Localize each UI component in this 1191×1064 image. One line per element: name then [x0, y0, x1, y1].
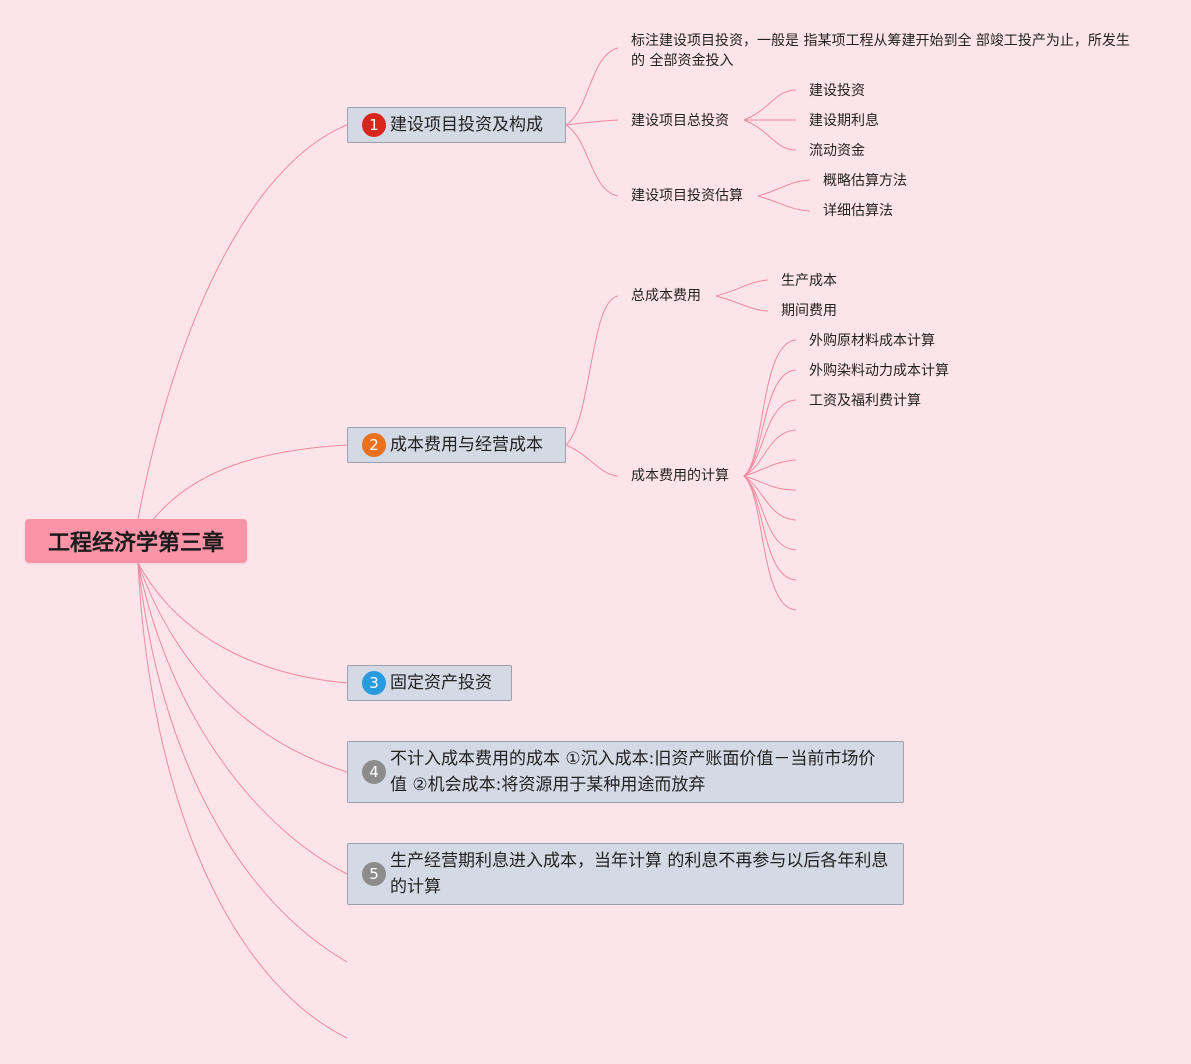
connector-central-topic5 — [137, 562, 348, 875]
topic-1-definition[interactable]: 标注建设项目投资，一般是 指某项工程从筹建开始到全 部竣工投产为止，所发生的 全… — [631, 33, 1130, 69]
connector-calc-4 — [743, 429, 797, 477]
number-1-icon: 1 — [362, 113, 386, 137]
topic-1-label: 建设项目投资及构成 — [390, 115, 543, 135]
estimation-child-1[interactable]: 概略估算方法 — [823, 173, 907, 189]
topic-5-label: 生产经营期利息进入成本，当年计算 的利息不再参与以后各年利息的计算 — [390, 851, 889, 897]
cost-calc-child-3[interactable]: 工资及福利费计算 — [809, 393, 921, 409]
topic-2[interactable]: 2 成本费用与经营成本 — [347, 427, 566, 463]
connector-topic2-total-cost — [565, 295, 619, 446]
topic-4-label: 不计入成本费用的成本 ①沉入成本:旧资产账面价值－当前市场价值 ②机会成本:将资… — [390, 749, 876, 795]
connector-calc-3 — [743, 399, 797, 477]
connector-totalcost-2 — [715, 295, 769, 312]
central-topic[interactable]: 工程经济学第三章 — [25, 519, 247, 563]
total-investment-child-1[interactable]: 建设投资 — [809, 83, 865, 99]
topic-4[interactable]: 4 不计入成本费用的成本 ①沉入成本:旧资产账面价值－当前市场价值 ②机会成本:… — [347, 741, 904, 803]
total-investment-child-2[interactable]: 建设期利息 — [809, 113, 879, 129]
total-investment-node[interactable]: 建设项目总投资 — [631, 113, 729, 129]
estimation-child-2[interactable]: 详细估算法 — [823, 203, 893, 219]
connector-topic1-definition — [565, 47, 619, 126]
connector-total-1 — [743, 89, 797, 121]
connector-central-topic3 — [137, 562, 348, 684]
topic-1[interactable]: 1 建设项目投资及构成 — [347, 107, 566, 143]
topic-2-label: 成本费用与经营成本 — [390, 435, 543, 455]
central-topic-label: 工程经济学第三章 — [47, 531, 224, 556]
connector-central-empty2 — [137, 562, 348, 1039]
connector-calc-1 — [743, 339, 797, 477]
cost-calc-child-2[interactable]: 外购染料动力成本计算 — [809, 363, 949, 379]
connector-calc-5 — [743, 459, 797, 477]
cost-calc-child-1[interactable]: 外购原材料成本计算 — [809, 333, 935, 349]
total-cost-child-1[interactable]: 生产成本 — [781, 273, 837, 289]
topic-3[interactable]: 3 固定资产投资 — [347, 665, 512, 701]
topic-5[interactable]: 5 生产经营期利息进入成本，当年计算 的利息不再参与以后各年利息的计算 — [347, 843, 904, 905]
connector-total-3 — [743, 119, 797, 151]
connector-totalcost-1 — [715, 279, 769, 297]
number-4-icon: 4 — [362, 760, 386, 784]
connector-central-topic1 — [137, 124, 348, 520]
number-2-icon: 2 — [362, 433, 386, 457]
connector-topic1-estimation — [565, 124, 619, 197]
connector-calc-6 — [743, 475, 797, 491]
connector-calc-2 — [743, 369, 797, 477]
total-cost-node[interactable]: 总成本费用 — [631, 288, 701, 304]
connector-central-topic4 — [137, 562, 348, 773]
total-cost-child-2[interactable]: 期间费用 — [781, 303, 837, 319]
connector-topic1-total — [565, 119, 619, 126]
connector-central-topic2 — [137, 444, 348, 542]
connector-central-empty1 — [137, 562, 348, 963]
total-investment-child-3[interactable]: 流动资金 — [809, 143, 865, 159]
connector-calc-10 — [743, 475, 797, 611]
estimation-node[interactable]: 建设项目投资估算 — [631, 188, 743, 204]
number-5-icon: 5 — [362, 862, 386, 886]
number-3-icon: 3 — [362, 671, 386, 695]
cost-calc-node[interactable]: 成本费用的计算 — [631, 468, 729, 484]
connector-calc-7 — [743, 475, 797, 521]
connector-est-1 — [757, 179, 811, 197]
connector-est-2 — [757, 195, 811, 212]
topic-3-label: 固定资产投资 — [390, 673, 492, 693]
connector-topic2-calc — [565, 444, 619, 477]
